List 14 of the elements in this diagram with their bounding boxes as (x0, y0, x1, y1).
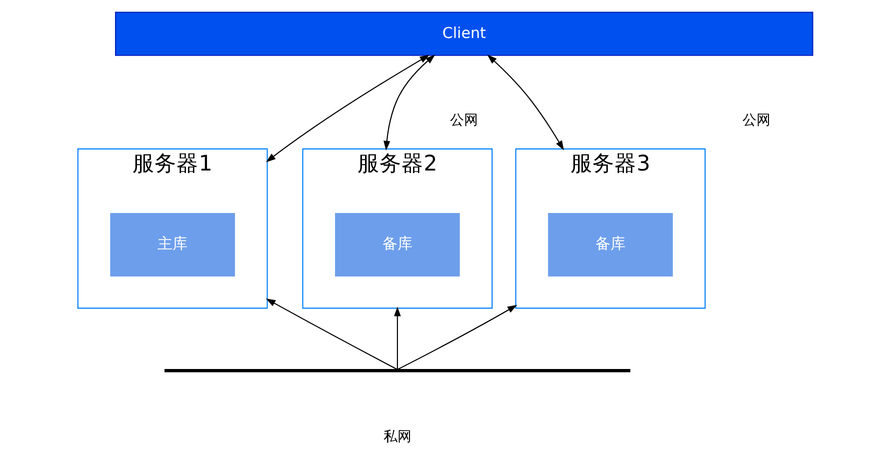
arrow (486, 54, 564, 150)
arrow (265, 298, 398, 370)
node-box: 备库 (548, 212, 672, 276)
arrow (396, 304, 517, 370)
node-box: 备库 (334, 212, 460, 276)
node-box: 主库 (110, 212, 234, 276)
node-bar (164, 368, 630, 372)
label: 公网 (450, 114, 478, 129)
arrow (394, 306, 400, 370)
arrow (265, 54, 430, 162)
arrow (382, 54, 435, 151)
label: 私网 (382, 430, 411, 445)
node-box: Client (114, 12, 813, 56)
label: 公网 (742, 114, 770, 129)
